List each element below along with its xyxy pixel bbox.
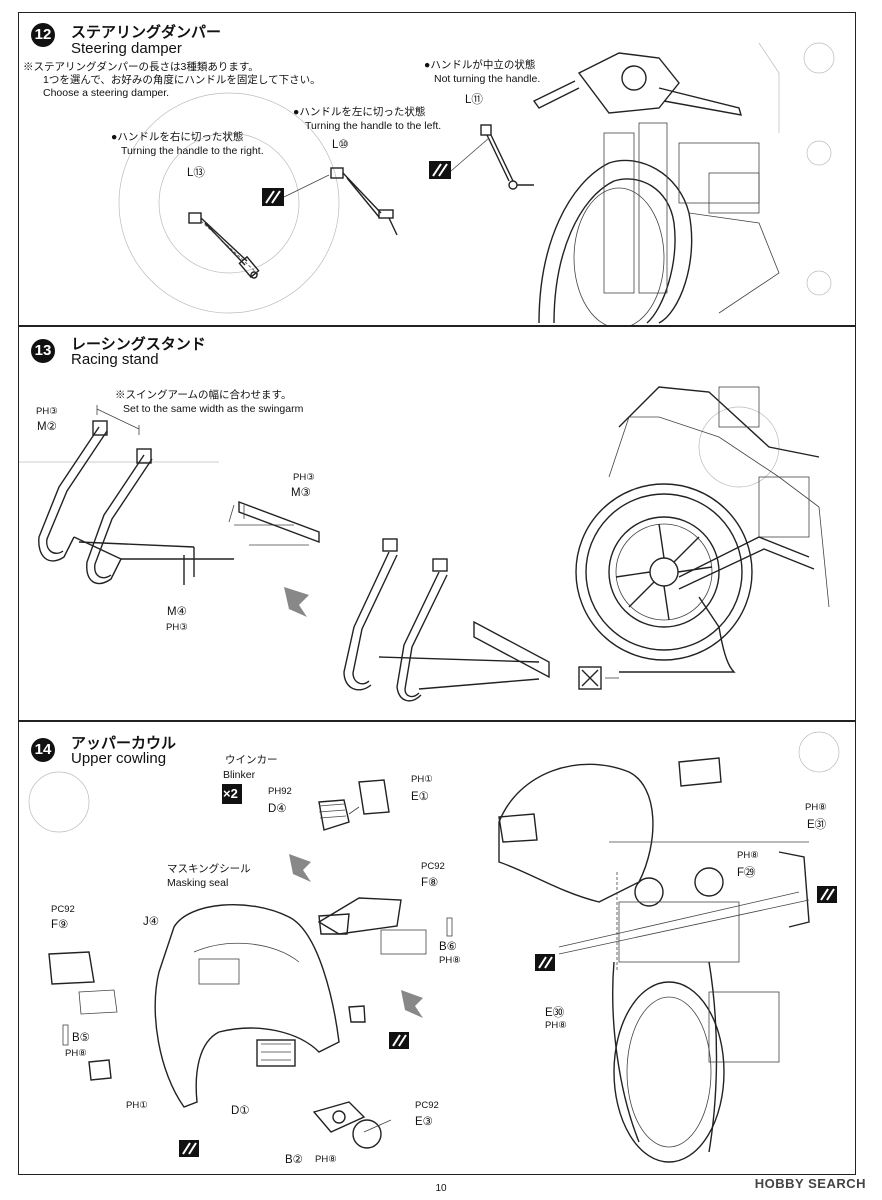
part-b5: B⑤ xyxy=(72,1032,90,1044)
part-d4-color: PH92 xyxy=(268,786,292,797)
step-title-jp: アッパーカウル xyxy=(71,735,177,752)
racing-stand-assembled-drawing xyxy=(343,538,550,702)
part-f8: F⑧ xyxy=(421,877,439,889)
step-number: 14 xyxy=(31,738,55,762)
part-e1: E① xyxy=(411,791,429,803)
blinker-label-en: Blinker xyxy=(223,769,256,781)
part-b2-color: PH⑧ xyxy=(315,1154,337,1165)
quantity-badge: ×2 xyxy=(223,786,238,801)
option-left-jp: ●ハンドルを左に切った状態 xyxy=(293,106,426,118)
glue-icon-d xyxy=(817,886,837,903)
part-b6-color: PH⑧ xyxy=(439,955,461,966)
step-13-panel: 13 レーシングスタンド Racing stand ※スイングアームの幅に合わせ… xyxy=(18,326,856,721)
glue-icon-c xyxy=(535,954,555,971)
option-neutral-en: Not turning the handle. xyxy=(434,73,541,85)
damper-l10-drawing xyxy=(330,167,398,236)
part-m2-color: PH③ xyxy=(36,406,58,417)
motorcycle-front-drawing xyxy=(532,42,835,325)
watermark: HOBBY SEARCH xyxy=(754,1176,866,1191)
part-e31: E㉛ xyxy=(807,819,827,831)
part-l10: L⑩ xyxy=(332,139,349,151)
part-ph1: PH① xyxy=(126,1100,148,1111)
option-right-en: Turning the handle to the right. xyxy=(121,145,264,157)
note-en: Choose a steering damper. xyxy=(43,87,170,99)
note-jp-2: 1つを選んで、お好みの角度にハンドルを固定して下さい。 xyxy=(43,74,321,86)
motorcycle-with-cowl-drawing xyxy=(498,757,810,1163)
step-14-illustration xyxy=(28,731,840,1163)
part-e1-color: PH① xyxy=(411,774,433,785)
option-neutral-jp: ●ハンドルが中立の状態 xyxy=(424,59,536,71)
note-jp-1: ※ステアリングダンパーの長さは3種類あります。 xyxy=(23,61,259,73)
part-m4-color: PH③ xyxy=(166,622,188,633)
part-ph8-b: PH⑧ xyxy=(737,850,759,861)
part-b6: B⑥ xyxy=(439,941,457,953)
damper-l11-drawing xyxy=(480,124,534,190)
quantity-badge-bg xyxy=(222,784,242,804)
racing-stand-exploded-drawing xyxy=(38,405,320,585)
part-d1: D① xyxy=(231,1105,250,1117)
part-b2: B② xyxy=(285,1154,303,1166)
step-number: 12 xyxy=(31,23,55,47)
glue-icon-a xyxy=(179,1140,199,1157)
part-m2: M② xyxy=(37,421,57,433)
glue-icon-2 xyxy=(429,161,451,179)
damper-l13-drawing xyxy=(188,212,260,279)
step-title-jp: ステアリングダンパー xyxy=(71,24,222,41)
step-title-en: Racing stand xyxy=(71,351,159,368)
page-number: 10 xyxy=(435,1183,447,1194)
step-12-illustration xyxy=(118,42,835,325)
part-f9: F⑨ xyxy=(51,919,69,931)
glue-icon-b xyxy=(389,1032,409,1049)
next-arrow xyxy=(284,587,309,617)
part-l11: L⑪ xyxy=(465,94,483,106)
part-e3: E③ xyxy=(415,1116,433,1128)
note-en: Set to the same width as the swingarm xyxy=(123,403,304,415)
masking-seal-label-en: Masking seal xyxy=(167,877,229,889)
step-12-panel: 12 ステアリングダンパー Steering damper ※ステアリングダンパ… xyxy=(18,12,856,326)
part-j4: J④ xyxy=(143,916,160,928)
part-pc92-b: PC92 xyxy=(51,904,75,915)
part-m3: M③ xyxy=(291,487,311,499)
masking-seal-label-jp: マスキングシール xyxy=(167,863,251,875)
part-m4: M④ xyxy=(167,606,187,618)
part-e30: E㉚ xyxy=(545,1007,565,1019)
blinker-parts-drawing xyxy=(318,779,390,831)
step-title-jp: レーシングスタンド xyxy=(71,336,206,353)
part-f29: F㉙ xyxy=(737,867,756,879)
blinker-label-jp: ウインカー xyxy=(225,754,278,766)
motorcycle-rear-on-stand-drawing xyxy=(575,386,830,690)
glue-icon-1 xyxy=(262,188,284,206)
part-d4: D④ xyxy=(268,803,287,815)
part-e30-color: PH⑧ xyxy=(545,1020,567,1031)
step-number: 13 xyxy=(31,339,55,363)
option-left-en: Turning the handle to the left. xyxy=(305,120,442,132)
part-l13: L⑬ xyxy=(187,167,205,179)
note-jp: ※スイングアームの幅に合わせます。 xyxy=(115,389,292,401)
step-title-en: Upper cowling xyxy=(71,750,167,767)
step-14-panel: 14 アッパーカウル Upper cowling ウインカー Blinker ×… xyxy=(18,721,856,1175)
upper-cowl-exploded-drawing xyxy=(48,897,453,1149)
option-right-jp: ●ハンドルを右に切った状態 xyxy=(111,131,244,143)
part-pc92-a: PC92 xyxy=(421,861,445,872)
part-pc92-c: PC92 xyxy=(415,1100,439,1111)
next-arrow-1 xyxy=(289,854,311,882)
step-title-en: Steering damper xyxy=(71,40,182,57)
part-b5-color: PH⑧ xyxy=(65,1048,87,1059)
next-arrow-2 xyxy=(401,990,423,1018)
part-ph8-a: PH⑧ xyxy=(805,802,827,813)
part-m3-color: PH③ xyxy=(293,472,315,483)
step-13-illustration xyxy=(19,386,830,702)
